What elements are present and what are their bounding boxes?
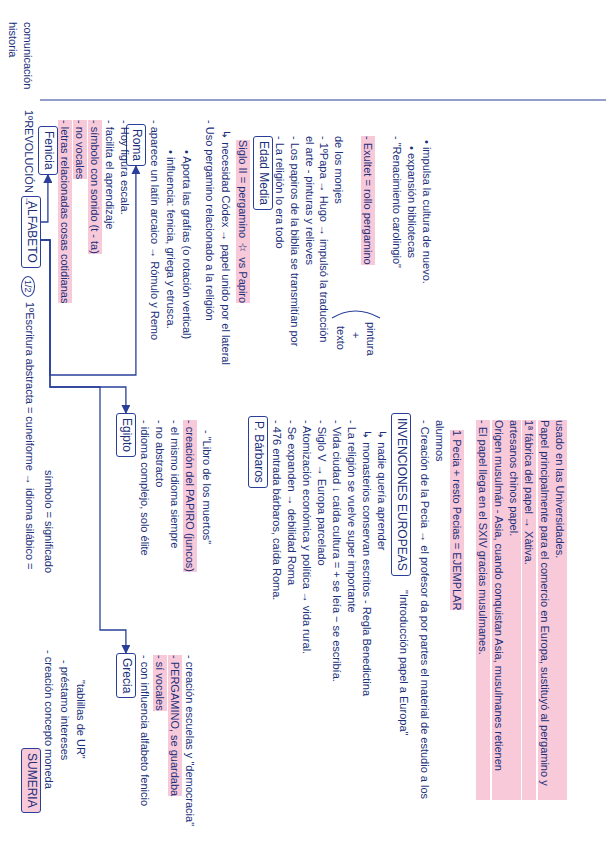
note-text: - La religión se vuelve super importante — [345, 420, 359, 613]
note-text: - La religión lo era todo — [273, 136, 287, 249]
box-title: 1/2 — [23, 280, 33, 293]
arrow-connector — [41, 240, 126, 653]
note-text: "tablillas de UR" — [74, 680, 88, 759]
note-text: 1 Pecia + resto Pecias = EJEMPLAR — [450, 430, 464, 610]
note-text: • expansión bibliotecas — [405, 146, 419, 258]
note-text: 1ºEscritura abstracta = cuneiforme → idi… — [23, 302, 37, 570]
margin-line — [40, 99, 606, 100]
note-text: - Se expanden → debilidad Roma — [285, 420, 299, 585]
note-text: texto — [334, 326, 348, 350]
note-text: ↳ necesidad Códex → papel unido por el l… — [219, 130, 233, 365]
topic-box: Fenicia — [38, 126, 58, 175]
note-text: - "Libro de los muertos" — [200, 430, 214, 544]
topic-box: Grecia — [116, 653, 136, 698]
note-text: + — [349, 332, 363, 338]
box-title: Egipto — [119, 418, 133, 452]
note-text: - no vocales — [73, 120, 87, 179]
note-text: - creación del PAPIRO (juncos) — [183, 420, 197, 572]
note-text: pintura — [364, 322, 378, 356]
note-text: • Aporta las grafías (o rotación vertica… — [180, 150, 194, 339]
box-title: P. Bárbaros — [251, 421, 265, 483]
note-text: - Vida ciudad ↓ caída cultura = + se leí… — [330, 420, 344, 682]
bracket — [332, 311, 380, 318]
note-text: - Siglo V → Europa parcelado — [315, 420, 329, 566]
note-text: - facilita el aprendizaje — [103, 120, 117, 229]
note-text: - Atomización económica y política → vid… — [300, 420, 314, 654]
arrow-connector — [41, 175, 48, 222]
circle-mark: 1/2 — [21, 276, 35, 297]
note-text: 1ºREVOLUCIÓN → — [22, 110, 36, 207]
note-text: - "Renacimiento carolingio" — [390, 136, 404, 268]
note-text: - Uso pergamino relacionado a la religió… — [203, 120, 217, 321]
note-text: - aparece un latín arcaico → Rómulo y Re… — [148, 120, 162, 340]
note-text: - Hoy figura escala. — [118, 120, 132, 215]
note-text: - 476 entrada bárbaros, caída Roma. — [270, 420, 284, 600]
note-text: símbolo = significado — [42, 470, 56, 573]
note-text: - símbolo con sonido (t - ta) — [88, 120, 102, 254]
note-text: - Los papiros de la biblia se transmitía… — [288, 136, 317, 351]
note-text: 1ª fábrica del papel → Xàtiva. — [522, 420, 536, 800]
note-text: - El papel llega en el SXIV gracias musu… — [476, 420, 490, 800]
note-text: - préstamo intereses — [58, 660, 72, 760]
box-title: Grecia — [119, 658, 133, 693]
box-title: INVENCIONES EUROPEAS — [394, 418, 408, 571]
note-text: historia comunicación — [6, 22, 35, 117]
box-title: Edad Media — [256, 141, 270, 205]
topic-box: INVENCIONES EUROPEAS — [391, 413, 411, 576]
note-text: - idioma complejo, solo élite — [138, 420, 152, 556]
note-text: - con influencia alfabeto fenicio — [138, 655, 152, 806]
note-text: Siglo II = pergamino ☆ vs Papiro — [236, 140, 250, 303]
note-text: ↳ monasterios conservan escritos - Regla… — [360, 430, 374, 696]
box-title: ALFABETO — [24, 201, 38, 263]
topic-box: SUMERIA — [21, 748, 41, 813]
note-text: "Introducción papel a Europa" — [397, 590, 411, 735]
note-text: - sí vocales — [153, 655, 167, 711]
note-text: - 1ºPapa → Hugo → impulsó la traducción … — [317, 136, 346, 351]
note-text: Origen musulmán - Asia, cuando conquista… — [492, 420, 521, 800]
note-text: • influencia: fenicia, griega y etrusca. — [164, 150, 178, 329]
note-text: - no abstracto — [153, 420, 167, 487]
note-text: - creación escuelas y "democracia" — [183, 655, 197, 835]
note-text: - letras relacionadas cosas cotidianas — [58, 120, 72, 303]
note-text: - Creación de la Pecia → el profesor da … — [418, 420, 447, 800]
box-title: Fenicia — [41, 131, 55, 170]
topic-box: P. Bárbaros — [248, 416, 268, 488]
note-text: - Exultet = rollo pergamino — [361, 136, 375, 265]
topic-box: Egipto — [116, 413, 136, 457]
note-text: ↳ nadie quería aprender — [375, 430, 389, 551]
note-text: - el mismo idioma siempre — [168, 420, 182, 548]
note-text: - creación concepto moneda — [42, 650, 56, 789]
note-text: Papel principalmente para el comercio en… — [538, 420, 567, 800]
note-text: - PERGAMINO, se guardaba — [168, 655, 182, 796]
box-title: SUMERIA — [24, 753, 38, 808]
note-text: • impulsa la cultura de nuevo. — [420, 140, 434, 284]
topic-box: Edad Media — [253, 136, 273, 210]
